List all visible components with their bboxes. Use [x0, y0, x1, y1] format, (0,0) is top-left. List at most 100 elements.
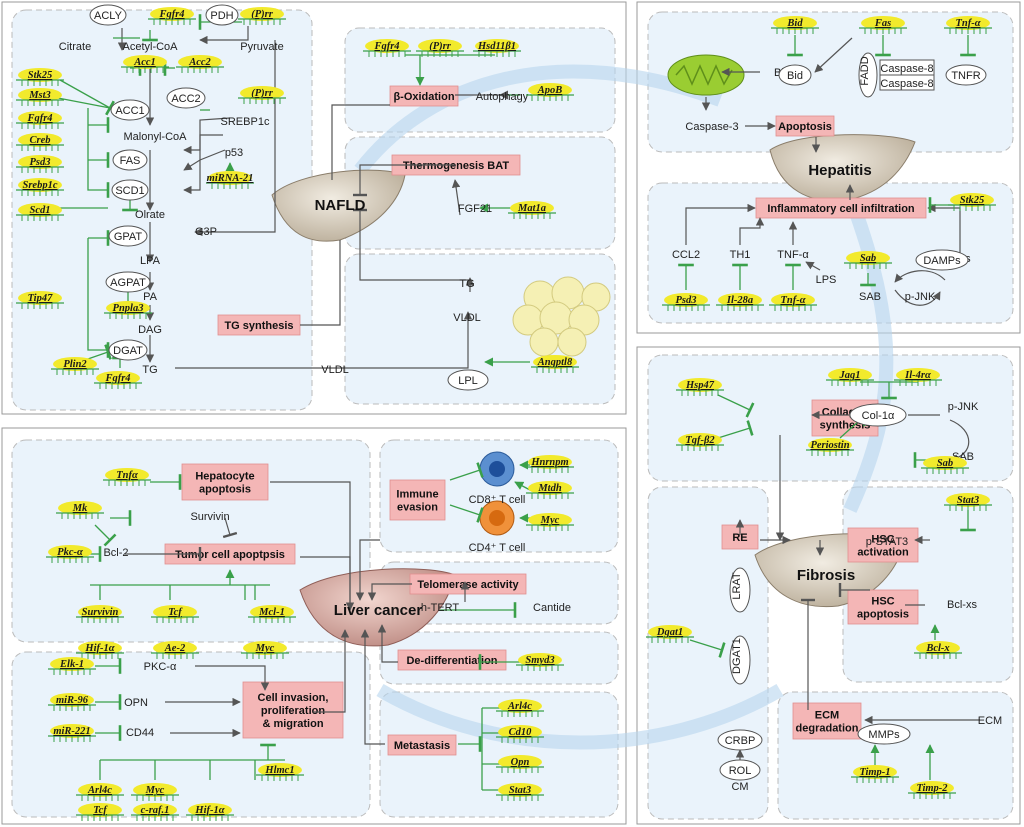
process-ox: β-Oxidation — [389, 85, 459, 107]
svg-text:Myc: Myc — [145, 785, 165, 796]
process-apop: Apoptosis — [775, 115, 835, 137]
svg-text:Survivin: Survivin — [82, 607, 119, 618]
enzyme-fas: FAS — [112, 149, 148, 171]
label: h-TERT — [421, 602, 460, 614]
metabolite: p53 — [225, 147, 243, 159]
svg-text:Smyd3: Smyd3 — [525, 655, 554, 666]
svg-text:CRBP: CRBP — [725, 735, 756, 747]
gene-c-raf-1: c-raf.1 — [131, 803, 179, 821]
gene-bid: Bid — [771, 16, 819, 34]
metabolite: G3P — [195, 226, 217, 238]
metabolite: Pyruvate — [240, 41, 283, 53]
gene-mir-221: miR-221 — [48, 724, 96, 742]
lrat: LRAT — [729, 567, 751, 613]
process-infl: Inflammatory cell infiltration — [755, 197, 927, 219]
svg-text:Hnrnpm: Hnrnpm — [530, 457, 568, 468]
label: p-STAT3 — [866, 536, 908, 548]
label: Survivin — [190, 511, 229, 523]
label-cd4: CD4⁺ T cell — [469, 542, 526, 554]
enzyme-acc1: ACC1 — [110, 99, 150, 121]
svg-text:AGPAT: AGPAT — [110, 277, 146, 289]
svg-text:Timp-1: Timp-1 — [859, 767, 890, 778]
label: CM — [731, 781, 748, 793]
gene-sab: Sab — [844, 251, 892, 269]
process-label: degradation — [796, 723, 859, 735]
svg-text:Bid: Bid — [787, 70, 803, 82]
label: PKC-α — [144, 661, 177, 673]
gene-mir-96: miR-96 — [48, 693, 96, 711]
svg-text:Creb: Creb — [30, 135, 51, 146]
connections — [117, 26, 980, 778]
svg-text:Hsp47: Hsp47 — [685, 380, 715, 391]
gene-myc: Myc — [241, 641, 289, 659]
metabolite: DAG — [138, 324, 162, 336]
process-label: Apoptosis — [778, 121, 832, 133]
svg-text:LRAT: LRAT — [731, 572, 743, 600]
label: Caspase-3 — [685, 121, 738, 133]
gene-acc2: Acc2 — [176, 55, 224, 73]
label: VLDL — [321, 364, 349, 376]
svg-text:Arl4c: Arl4c — [507, 701, 532, 712]
svg-text:(P)rr: (P)rr — [251, 88, 273, 99]
label-damps: DAMPs — [915, 249, 969, 271]
svg-text:Myc: Myc — [255, 643, 275, 654]
svg-text:Bcl-x: Bcl-x — [925, 643, 949, 654]
svg-text:FADD: FADD — [859, 56, 871, 85]
gene-psd3: Psd3 — [16, 155, 64, 173]
svg-text:Srebp1c: Srebp1c — [23, 180, 58, 191]
svg-text:Psd3: Psd3 — [30, 157, 51, 168]
svg-text:c-raf.1: c-raf.1 — [141, 805, 170, 816]
svg-text:Mat1a: Mat1a — [517, 203, 546, 214]
metabolite: Citrate — [59, 41, 91, 53]
flow-arrow-nafld-hepatitis — [354, 64, 723, 175]
gene-myc: Myc — [526, 513, 574, 531]
svg-text:Periostin: Periostin — [810, 440, 849, 451]
process-met: Metastasis — [387, 734, 457, 756]
svg-text:DGAT: DGAT — [113, 345, 143, 357]
apoptosis-cancer-panel — [11, 439, 371, 643]
svg-text:TNFR: TNFR — [951, 70, 980, 82]
gene-fgfr4: Fgfr4 — [94, 371, 142, 389]
nafld-liver — [271, 169, 406, 242]
gene-angptl8: Angptl8 — [531, 355, 579, 373]
label: FGF21 — [458, 203, 492, 215]
gene-hnrnpm: Hnrnpm — [526, 455, 574, 473]
svg-text:Hsd11β1: Hsd11β1 — [477, 41, 516, 52]
label: p-JNK — [905, 291, 936, 303]
process-label: HSC — [871, 534, 894, 546]
svg-text:miR-96: miR-96 — [56, 695, 89, 706]
metabolite: SREBP1c — [221, 116, 270, 128]
enzyme-agpat: AGPAT — [105, 271, 151, 293]
enzyme-scd1: SCD1 — [111, 179, 149, 201]
label: ECM — [978, 715, 1002, 727]
gene-bcl-x: Bcl-x — [914, 641, 962, 659]
gene-stk25: Stk25 — [16, 68, 64, 86]
svg-text:Elk-1: Elk-1 — [59, 659, 84, 670]
svg-text:Fgfr4: Fgfr4 — [104, 373, 130, 384]
process-inv: Cell invasion,proliferation& migration — [242, 681, 344, 739]
gene-arl4c: Arl4c — [76, 783, 124, 801]
gene--p-rr: (P)rr — [238, 7, 286, 25]
label-cd8: CD8⁺ T cell — [469, 494, 526, 506]
gene-creb: Creb — [16, 133, 64, 151]
gene-tnf-: Tnf-α — [769, 293, 817, 311]
label-rol: ROL — [719, 759, 761, 781]
process-label: apoptosis — [857, 609, 909, 621]
gene-ae-2: Ae-2 — [151, 641, 199, 659]
gene-fgfr4: Fgfr4 — [363, 39, 411, 57]
gene-mst3: Mst3 — [16, 88, 64, 106]
svg-text:Fgfr4: Fgfr4 — [373, 41, 399, 52]
process-tg: TG synthesis — [217, 314, 301, 336]
svg-text:Tip47: Tip47 — [28, 293, 53, 304]
process-label: evasion — [397, 502, 438, 514]
gene-fgfr4: Fgfr4 — [148, 7, 196, 25]
svg-text:LPL: LPL — [458, 375, 478, 387]
disease-fibrosis: Fibrosis — [797, 567, 855, 584]
svg-text:Hif-1α: Hif-1α — [84, 643, 114, 654]
svg-text:ROL: ROL — [729, 765, 752, 777]
svg-text:ApoB: ApoB — [537, 85, 563, 96]
label: TH1 — [730, 249, 751, 261]
gene-hsp47: Hsp47 — [676, 378, 724, 396]
